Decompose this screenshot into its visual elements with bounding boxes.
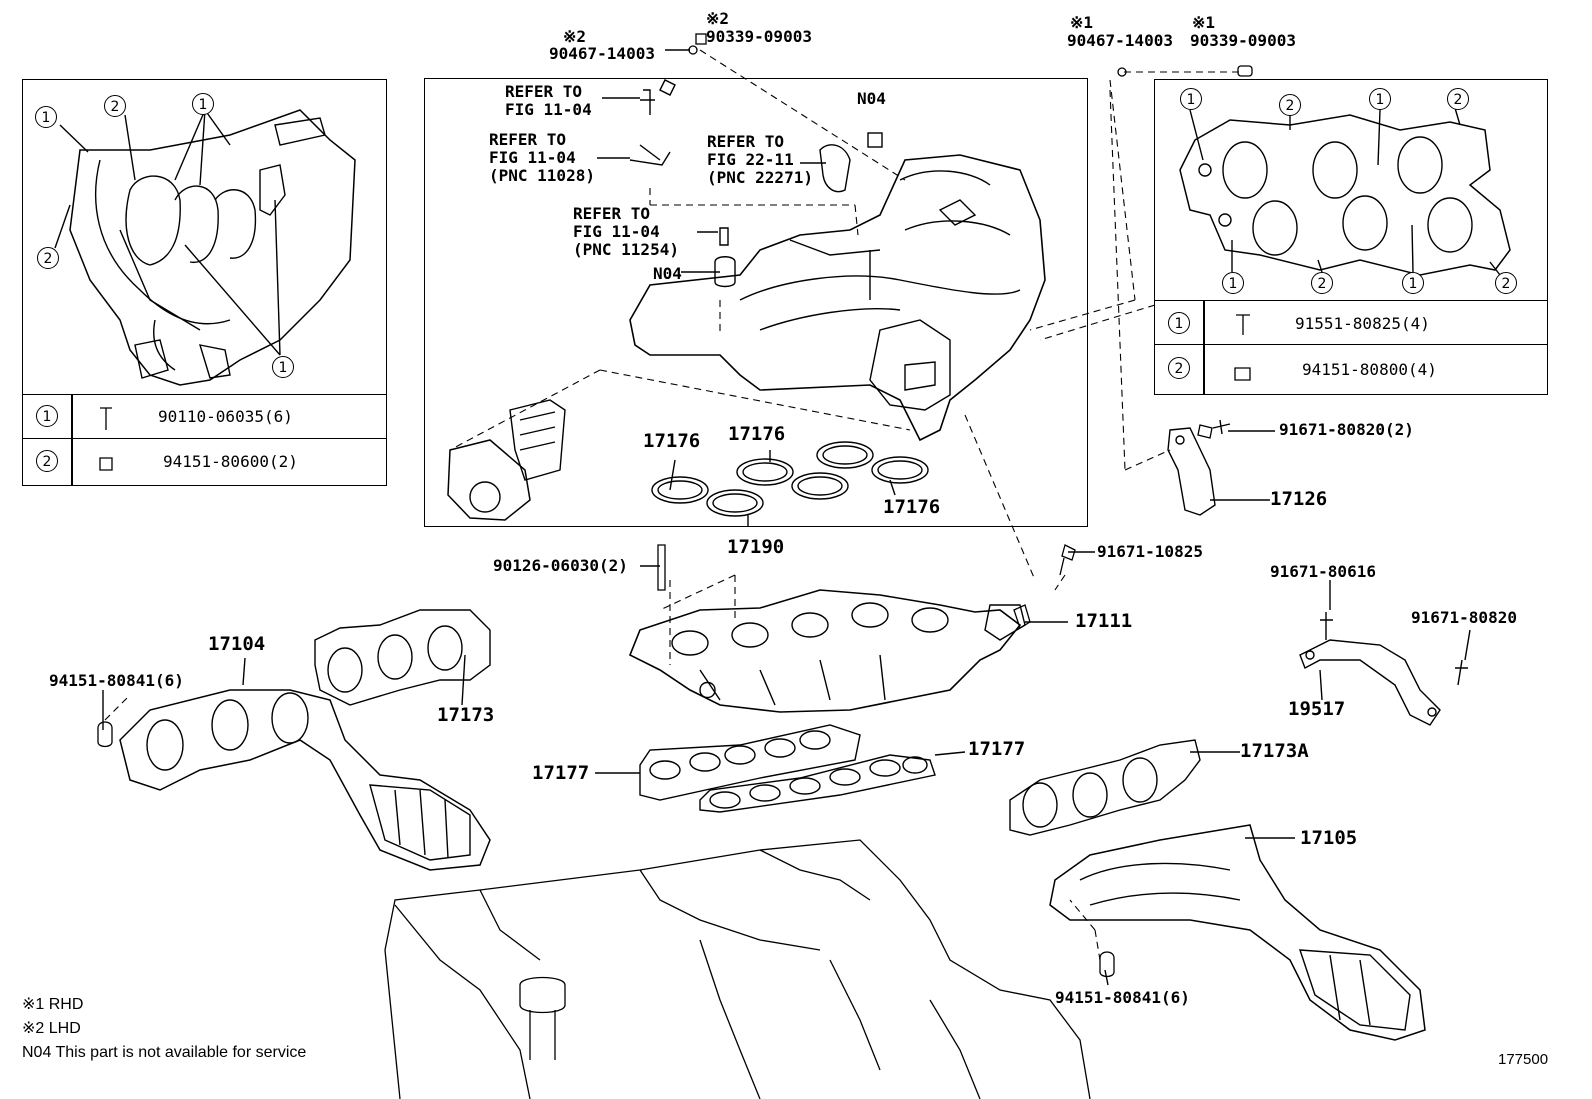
left-legend-num-2: 2 xyxy=(36,450,58,472)
right-callout-1a: 1 xyxy=(1180,88,1202,110)
note-lhd: ※2 LHD xyxy=(22,1020,81,1037)
part-91671-80820[interactable]: 91671-80820 xyxy=(1411,608,1517,627)
right-legend-row-1: 1 91551-80825(4) xyxy=(1155,300,1547,345)
right-callout-2b: 2 xyxy=(1447,88,1469,110)
right-callout-1c: 1 xyxy=(1222,272,1244,294)
part-17126[interactable]: 17126 xyxy=(1270,488,1328,510)
left-legend-row-2: 2 94151-80600(2) xyxy=(23,438,386,486)
part-94151-80600[interactable]: 94151-80600(2) xyxy=(163,452,298,471)
lhd-mark-2: ※2 xyxy=(706,9,730,28)
part-17111[interactable]: 17111 xyxy=(1075,610,1133,632)
part-90110-06035[interactable]: 90110-06035(6) xyxy=(158,407,293,426)
left-callout-2a: 2 xyxy=(104,95,126,117)
note-rhd: ※1 RHD xyxy=(22,996,84,1013)
left-callout-1c: 1 xyxy=(272,356,294,378)
part-91671-10825[interactable]: 91671-10825 xyxy=(1097,542,1203,561)
part-17177-left[interactable]: 17177 xyxy=(532,762,590,784)
left-callout-1a: 1 xyxy=(35,106,57,128)
part-91671-80820-2[interactable]: 91671-80820(2) xyxy=(1279,420,1414,439)
left-legend-num-1: 1 xyxy=(36,405,58,427)
note-n04: N04 This part is not available for servi… xyxy=(22,1044,307,1061)
refer-fig-11-04-pnc-11028[interactable]: REFER TO FIG 11-04 (PNC 11028) xyxy=(489,130,595,185)
right-callout-2c: 2 xyxy=(1311,272,1333,294)
refer-fig-22-11-pnc-22271[interactable]: REFER TO FIG 22-11 (PNC 22271) xyxy=(707,132,813,187)
part-17105[interactable]: 17105 xyxy=(1300,827,1358,849)
refer-fig-11-04-a[interactable]: REFER TO FIG 11-04 xyxy=(505,82,592,119)
refer-fig-11-04-pnc-11254[interactable]: REFER TO FIG 11-04 (PNC 11254) xyxy=(573,204,679,259)
part-94151-80841-a[interactable]: 94151-80841(6) xyxy=(49,671,184,690)
part-17176-a[interactable]: 17176 xyxy=(643,430,701,452)
lhd-mark-1: ※2 xyxy=(563,27,587,46)
rhd-mark-2: ※1 xyxy=(1192,13,1216,32)
upper-intake-box xyxy=(424,78,1088,527)
part-17173a[interactable]: 17173A xyxy=(1240,740,1309,762)
part-17176-b[interactable]: 17176 xyxy=(728,423,786,445)
part-rhd-90467[interactable]: 90467-14003 xyxy=(1067,31,1173,50)
right-legend-num-1: 1 xyxy=(1168,312,1190,334)
n04-label-top: N04 xyxy=(857,89,886,108)
rhd-mark-1: ※1 xyxy=(1070,13,1094,32)
right-callout-1b: 1 xyxy=(1369,88,1391,110)
part-19517[interactable]: 19517 xyxy=(1288,698,1346,720)
right-legend-box: 1 91551-80825(4) 2 94151-80800(4) xyxy=(1154,79,1548,395)
left-callout-2b: 2 xyxy=(37,247,59,269)
right-callout-2a: 2 xyxy=(1279,94,1301,116)
part-94151-80800[interactable]: 94151-80800(4) xyxy=(1302,360,1437,379)
part-17177-right[interactable]: 17177 xyxy=(968,738,1026,760)
left-legend-box: 1 90110-06035(6) 2 94151-80600(2) xyxy=(22,79,387,486)
figure-id: 177500 xyxy=(1498,1051,1549,1068)
part-91671-80616[interactable]: 91671-80616 xyxy=(1270,562,1376,581)
right-legend-num-2: 2 xyxy=(1168,357,1190,379)
part-91551-80825[interactable]: 91551-80825(4) xyxy=(1295,314,1430,333)
n04-label-mid: N04 xyxy=(653,264,682,283)
right-callout-1d: 1 xyxy=(1402,272,1424,294)
part-17104[interactable]: 17104 xyxy=(208,633,266,655)
part-17176-c[interactable]: 17176 xyxy=(883,496,941,518)
part-17173[interactable]: 17173 xyxy=(437,704,495,726)
part-94151-80841-b[interactable]: 94151-80841(6) xyxy=(1055,988,1190,1007)
left-callout-1b: 1 xyxy=(192,93,214,115)
part-lhd-90339[interactable]: 90339-09003 xyxy=(706,27,812,46)
left-legend-row-1: 1 90110-06035(6) xyxy=(23,394,386,439)
part-17190[interactable]: 17190 xyxy=(727,536,785,558)
part-90126-06030[interactable]: 90126-06030(2) xyxy=(493,556,628,575)
right-legend-row-2: 2 94151-80800(4) xyxy=(1155,344,1547,395)
right-callout-2d: 2 xyxy=(1495,272,1517,294)
part-rhd-90339[interactable]: 90339-09003 xyxy=(1190,31,1296,50)
part-lhd-90467[interactable]: 90467-14003 xyxy=(549,44,655,63)
